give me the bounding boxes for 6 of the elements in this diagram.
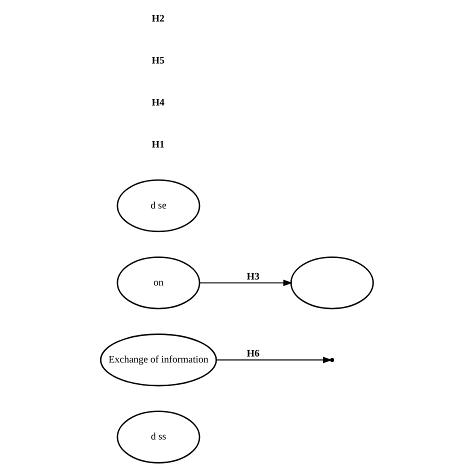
label: H2 <box>152 13 164 24</box>
edge-label: H3 <box>246 271 260 282</box>
label: H4 <box>152 98 164 109</box>
edge-label: H6 <box>246 348 260 360</box>
label: H1 <box>152 140 164 151</box>
label: H5 <box>152 56 164 67</box>
